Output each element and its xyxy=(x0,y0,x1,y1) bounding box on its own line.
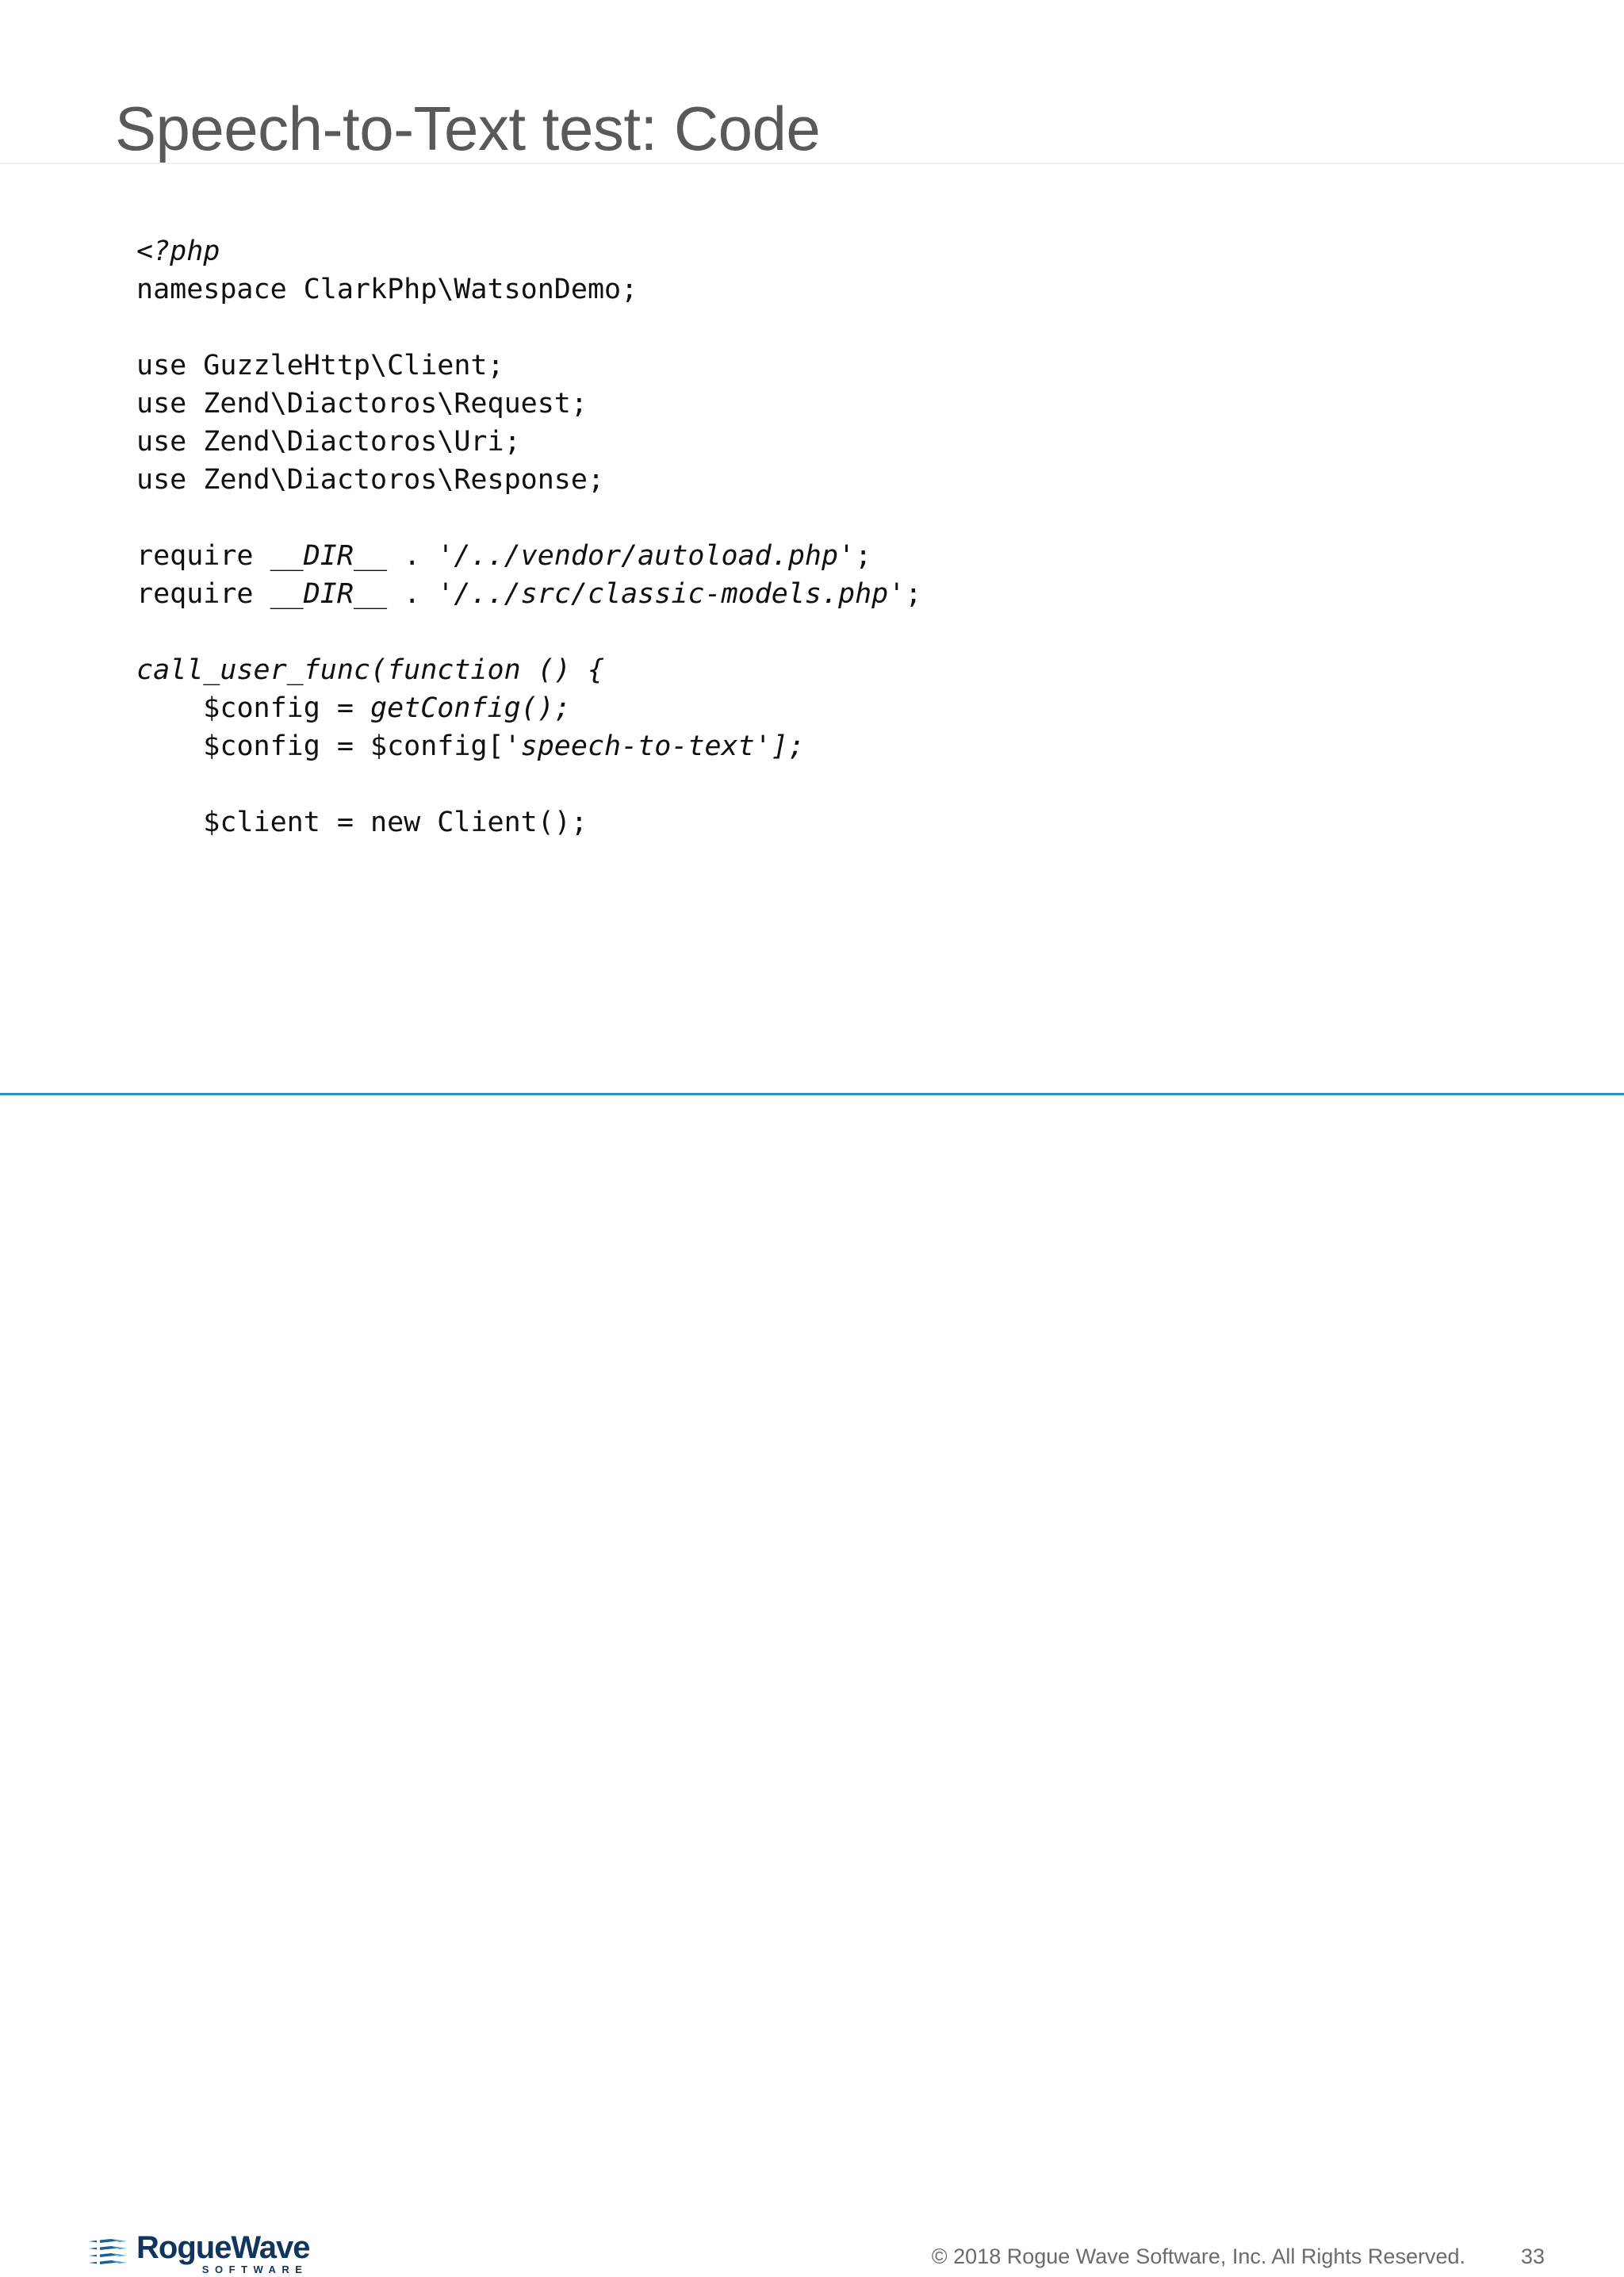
code-token: __DIR__ xyxy=(270,578,388,610)
code-indent xyxy=(136,730,203,762)
code-token: $config = xyxy=(203,692,371,724)
code-token: use Zend\Diactoros\Uri; xyxy=(136,426,521,458)
code-token: call_user_func(function () { xyxy=(136,654,605,686)
code-token: $config = $config[ xyxy=(203,730,504,762)
code-token: __DIR__ xyxy=(270,540,388,572)
code-line: call_user_func(function () { xyxy=(136,651,921,689)
logo-wordmark: RogueWave SOFTWARE xyxy=(136,2230,310,2276)
page-title: Speech-to-Text test: Code xyxy=(115,94,821,164)
code-indent xyxy=(136,692,203,724)
code-line: use Zend\Diactoros\Response; xyxy=(136,461,921,499)
code-line: require __DIR__ . '/../vendor/autoload.p… xyxy=(136,537,921,575)
logo-name: RogueWave xyxy=(136,2230,310,2265)
code-token: '/../src/classic-models.php' xyxy=(437,578,906,610)
code-token: ; xyxy=(905,578,922,610)
header-divider xyxy=(0,163,1624,164)
code-line xyxy=(136,613,921,651)
code-token: <?php xyxy=(136,236,220,267)
code-line: use Zend\Diactoros\Uri; xyxy=(136,423,921,461)
code-line: $config = $config['speech-to-text']; xyxy=(136,727,921,765)
code-indent xyxy=(136,807,203,838)
copyright-text: © 2018 Rogue Wave Software, Inc. All Rig… xyxy=(931,2244,1465,2268)
code-line: <?php xyxy=(136,232,921,270)
code-line: use Zend\Diactoros\Request; xyxy=(136,385,921,423)
code-block: <?php namespace ClarkPhp\WatsonDemo; use … xyxy=(136,232,921,841)
code-token: . xyxy=(387,578,438,610)
code-line: $client = new Client(); xyxy=(136,803,921,841)
code-line: require __DIR__ . '/../src/classic-model… xyxy=(136,575,921,613)
code-token: namespace ClarkPhp\WatsonDemo; xyxy=(136,274,638,305)
slide: Speech-to-Text test: Code <?php namespace… xyxy=(0,94,1624,2275)
code-line: namespace ClarkPhp\WatsonDemo; xyxy=(136,270,921,309)
code-token: '/../vendor/autoload.php' xyxy=(437,540,856,572)
code-token: use Zend\Diactoros\Request; xyxy=(136,388,588,420)
slide-footer: RogueWave SOFTWARE © 2018 Rogue Wave Sof… xyxy=(0,1095,1624,2275)
page-number: 33 xyxy=(1520,2244,1545,2268)
code-token: $client = new Client(); xyxy=(203,807,588,838)
logo-subtitle: SOFTWARE xyxy=(201,2264,308,2275)
code-token: use GuzzleHttp\Client; xyxy=(136,350,504,381)
code-line xyxy=(136,309,921,347)
footer-divider xyxy=(0,1093,1624,1095)
code-token: require xyxy=(136,578,270,610)
code-token: ; xyxy=(855,540,872,572)
rogue-wave-logo: RogueWave SOFTWARE xyxy=(87,2230,310,2277)
code-token: . xyxy=(387,540,438,572)
code-line: use GuzzleHttp\Client; xyxy=(136,347,921,385)
code-token: require xyxy=(136,540,270,572)
code-line xyxy=(136,499,921,537)
code-token: getConfig(); xyxy=(370,692,571,724)
code-token: 'speech-to-text' xyxy=(504,730,772,762)
wave-logo-icon xyxy=(89,2237,127,2269)
code-token: use Zend\Diactoros\Response; xyxy=(136,464,605,496)
code-line xyxy=(136,765,921,803)
code-token: ]; xyxy=(771,730,805,762)
code-line: $config = getConfig(); xyxy=(136,689,921,727)
